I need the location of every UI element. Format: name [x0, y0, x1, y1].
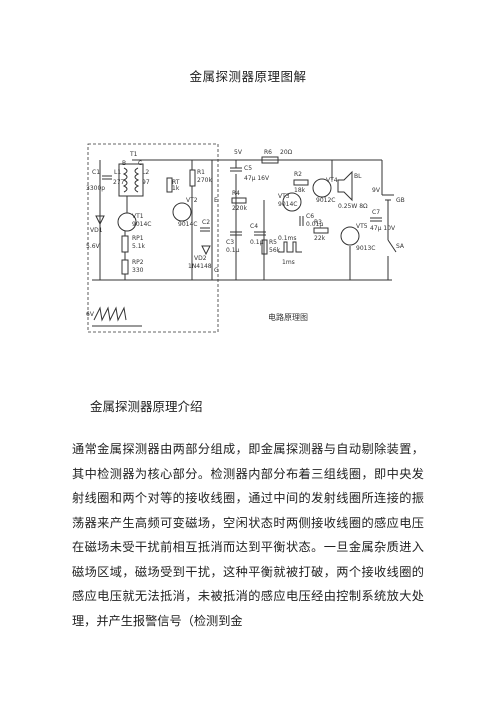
pulse-waveform [278, 241, 302, 253]
label-c4-value: 0.1μ [250, 239, 264, 246]
label-rp2: RP2 [132, 259, 144, 266]
label-c6-value: 0.01μ [306, 221, 323, 228]
switch-sa [387, 239, 397, 253]
label-c: C [138, 160, 142, 167]
label-5v: 5V [234, 149, 243, 156]
circuit-diagram: T1 B C L1 L2 277 97 C1 3300p VT1 9014C V… [86, 143, 405, 333]
label-r5: R5 [269, 239, 277, 246]
label-c1: C1 [92, 169, 100, 176]
resistor-rt [166, 177, 173, 193]
label-rt: RT [172, 179, 180, 186]
label-vd2-model: 1N4148 [188, 263, 212, 270]
label-r1: R1 [197, 169, 205, 176]
label-e: E [214, 197, 218, 204]
label-bl: BL [354, 173, 362, 180]
label-vt3-model: 9014C [278, 201, 297, 208]
page-title: 金属探测器原理图解 [189, 69, 307, 84]
sawtooth-waveform [93, 306, 127, 322]
label-gb: GB [396, 197, 405, 204]
label-rp1-value: 5.1k [132, 243, 146, 250]
label-rp1: RP1 [132, 235, 144, 242]
label-c7: C7 [372, 209, 380, 216]
label-c1-value: 3300p [86, 185, 105, 192]
resistor-r1 [189, 169, 196, 187]
label-r3: R3 [314, 219, 322, 226]
label-g: G [214, 267, 219, 274]
label-vt3: VT3 [278, 193, 290, 200]
label-0-1ms: 0.1ms [278, 235, 297, 242]
resistor-rp2 [121, 259, 129, 275]
label-l1: L1 [114, 169, 121, 176]
resistor-r6 [261, 156, 279, 164]
speaker-bl [337, 170, 353, 202]
label-9v: 9V [372, 187, 381, 194]
diagram-caption: 电路原理图 [268, 312, 308, 322]
label-97: 97 [142, 179, 150, 186]
label-vt4: VT4 [326, 177, 338, 184]
resistor-rp1 [121, 235, 129, 253]
label-r2-value: 18k [294, 187, 306, 194]
label-rp2-value: 330 [132, 267, 144, 274]
label-c4: C4 [250, 223, 258, 230]
label-vt4-model: 9012C [316, 197, 335, 204]
label-5-6v: 5.6V [86, 243, 101, 250]
label-vd2: VD2 [194, 255, 207, 262]
resistor-r2 [293, 179, 309, 186]
label-b: B [122, 160, 126, 167]
body-paragraph: 通常金属探测器由两部分组成，即金属探测器与自动剔除装置，其中检测器为核心部分。检… [72, 437, 424, 633]
label-r6-value: 20Ω [280, 149, 293, 156]
label-r5-value: 56k [269, 247, 281, 254]
label-c5-value: 47μ 16V [244, 175, 270, 182]
label-c6: C6 [306, 213, 314, 220]
label-rt-value: 1k [172, 185, 180, 192]
label-sa: SA [396, 243, 405, 250]
label-l2: L2 [142, 169, 149, 176]
diode-vd2 [201, 245, 211, 256]
oscillator-enclosure [87, 143, 219, 333]
label-r3-value: 22k [314, 235, 326, 242]
label-r4: R4 [232, 190, 240, 197]
transistor-vt3 [282, 192, 302, 212]
label-vt5-model: 9013C [356, 245, 375, 252]
label-c2: C2 [202, 219, 210, 226]
label-bl-value: 0.25W 8Ω [338, 203, 368, 210]
label-c3: C3 [226, 239, 234, 246]
label-c5: C5 [244, 165, 252, 172]
label-1ms: 1ms [282, 259, 295, 266]
label-vt1: VT1 [132, 213, 144, 220]
label-vt1-model: 9014C [132, 221, 151, 228]
label-r4-value: 220k [232, 205, 247, 212]
transistor-vt4 [312, 178, 332, 198]
resistor-r4 [231, 197, 247, 204]
label-r1-value: 270k [197, 177, 212, 184]
label-vd1: VD1 [90, 227, 103, 234]
label-c3-value: 0.1μ [226, 247, 240, 254]
section-heading: 金属探测器原理介绍 [90, 399, 203, 414]
label-vt5: VT5 [356, 223, 368, 230]
transistor-vt5 [340, 226, 360, 246]
label-t1: T1 [129, 151, 138, 158]
label-c7-value: 47μ 10V [370, 225, 396, 232]
label-vt2: VT2 [186, 197, 198, 204]
label-r2: R2 [294, 171, 302, 178]
label-vt2-model: 9014C [178, 221, 197, 228]
resistor-r3 [313, 227, 329, 234]
coil-l1 [122, 167, 128, 193]
paragraph-text: 通常金属探测器由两部分组成，即金属探测器与自动剔除装置，其中检测器为核心部分。检… [72, 442, 424, 628]
transistor-vt2 [172, 202, 192, 222]
label-r6: R6 [264, 149, 272, 156]
label-6v: 6V [86, 311, 95, 318]
coil-l2 [134, 167, 140, 193]
label-277: 277 [113, 179, 125, 186]
